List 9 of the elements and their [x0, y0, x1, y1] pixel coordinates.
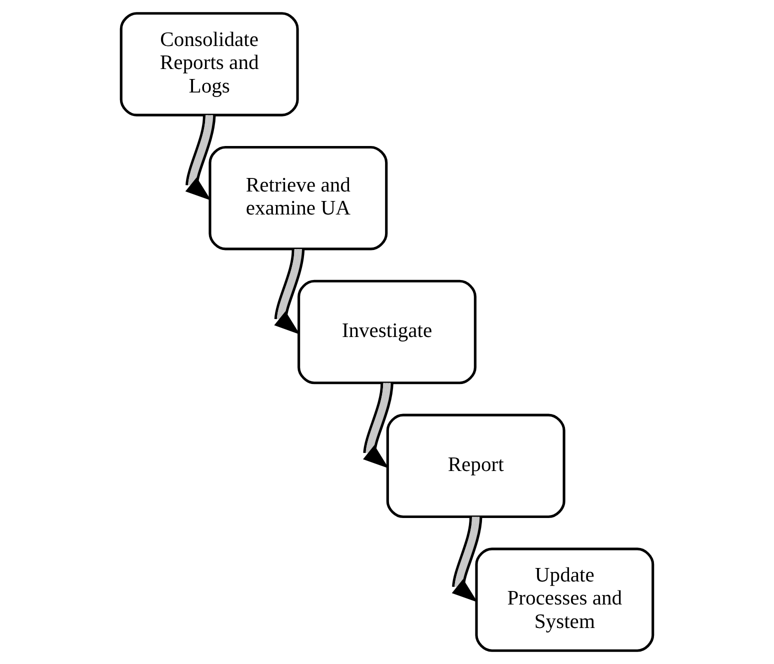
arrow	[452, 516, 482, 602]
node-box: Retrieve and examine UA	[208, 146, 388, 250]
node-box: Investigate	[298, 280, 476, 384]
arrow	[363, 382, 394, 468]
arrow	[185, 114, 216, 201]
arrow	[274, 248, 305, 334]
node-box: Update Processes and System	[475, 548, 654, 652]
node-box: Report	[386, 414, 566, 518]
node-box: Consolidate Reports and Logs	[120, 12, 299, 116]
